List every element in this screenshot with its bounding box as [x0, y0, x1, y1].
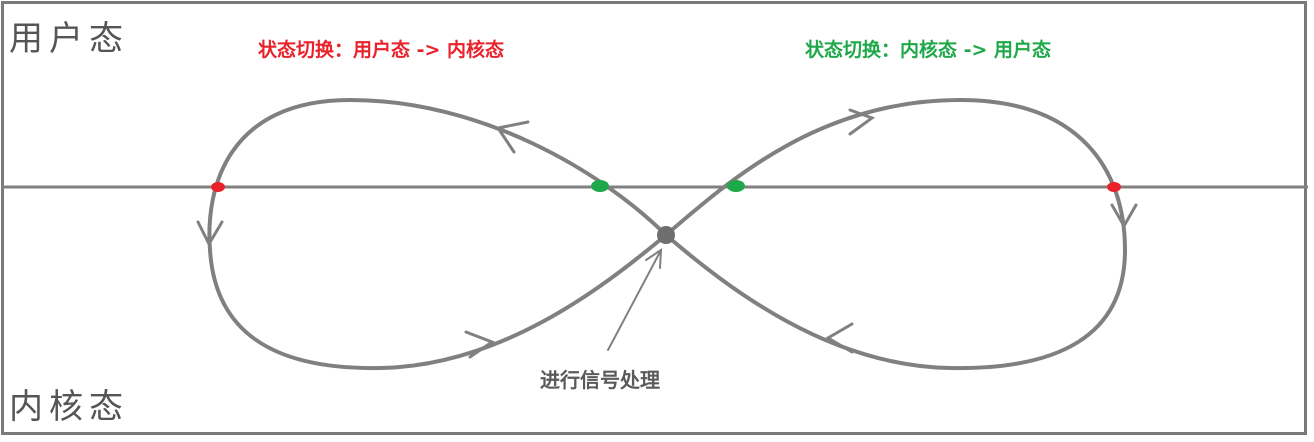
arrow-right-down	[1110, 203, 1138, 230]
right-loop-path	[664, 98, 1127, 371]
arrow-lower-left	[464, 330, 496, 359]
arrow-left-down	[196, 220, 224, 248]
kernel-to-user-label: 状态切换：内核态 -> 用户态	[805, 39, 1052, 61]
user-to-kernel-point-left	[211, 182, 225, 192]
kernel-to-user-point-left	[591, 180, 609, 192]
diagram-frame	[1, 1, 1307, 435]
kernel-mode-label: 内核态	[9, 387, 129, 427]
arrowheads	[196, 108, 1138, 359]
arrow-upper-left	[495, 120, 530, 154]
signal-handling-label: 进行信号处理	[540, 368, 660, 392]
arrow-upper-right	[848, 108, 876, 136]
user-to-kernel-label: 状态切换：用户态 -> 内核态	[258, 39, 505, 61]
signal-handling-point	[657, 226, 675, 244]
user-mode-label: 用户态	[9, 19, 129, 59]
arrow-lower-right	[825, 322, 854, 354]
user-to-kernel-point-right	[1107, 182, 1121, 192]
signal-pointer-arrow	[607, 248, 663, 351]
kernel-to-user-point-right	[727, 180, 745, 192]
left-loop-path	[207, 98, 668, 371]
